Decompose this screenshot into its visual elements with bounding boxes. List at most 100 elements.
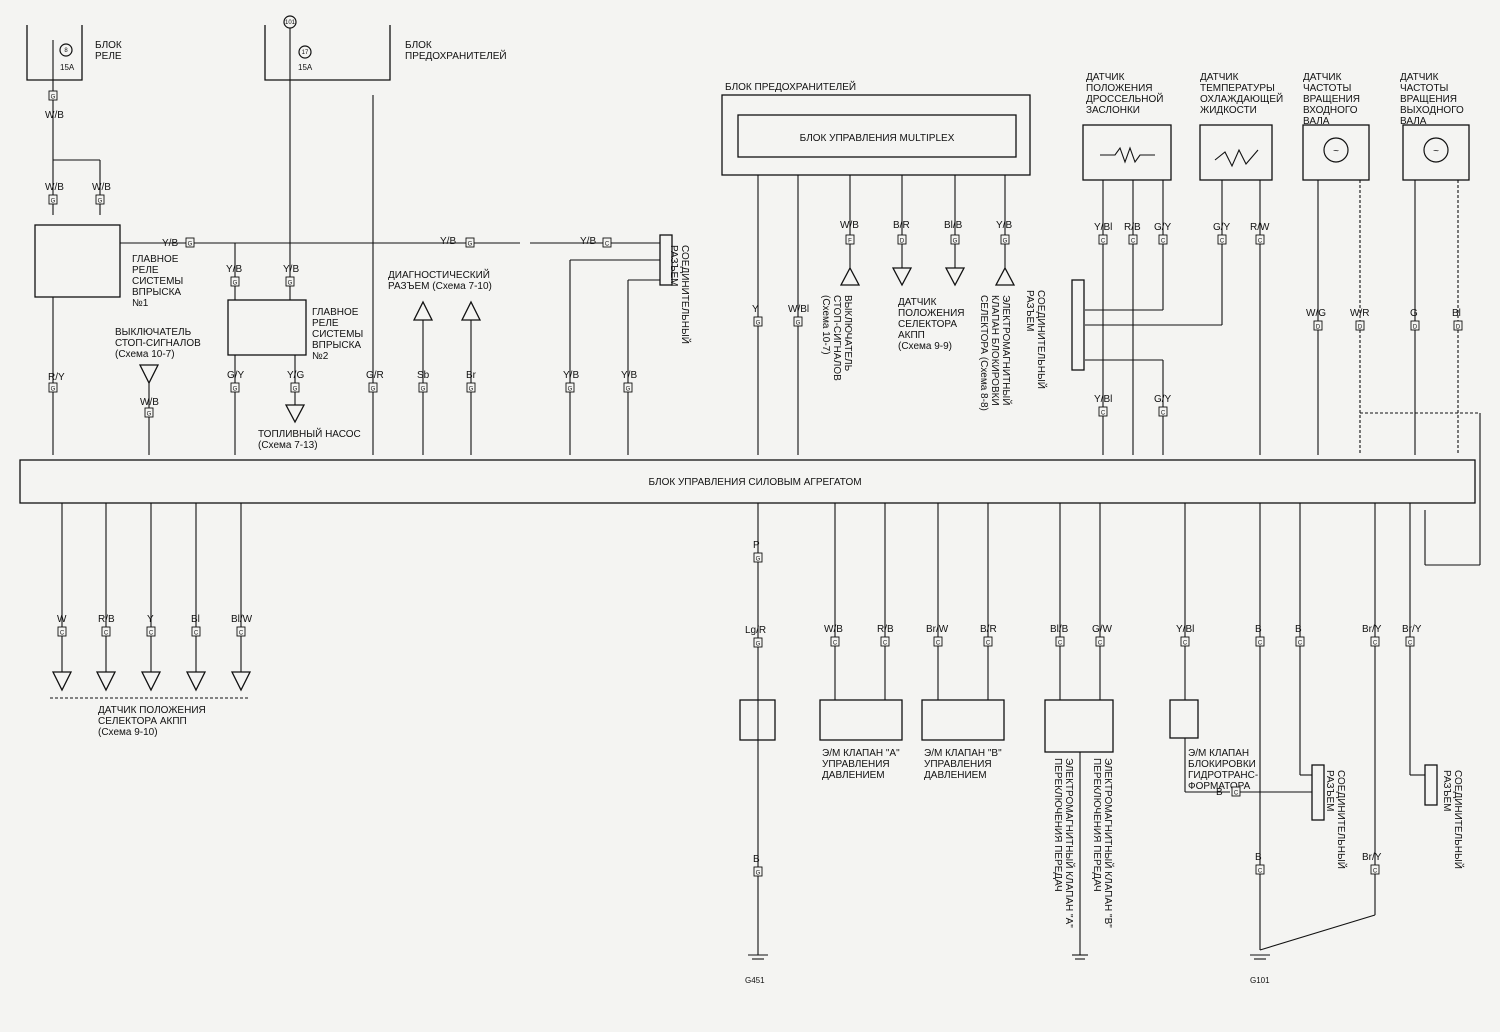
wire-br: Br bbox=[466, 370, 477, 381]
wire-bry-2: Br/Y bbox=[1402, 624, 1422, 635]
multiplex-label: БЛОК УПРАВЛЕНИЯ MULTIPLEX bbox=[800, 133, 955, 144]
wire-y-2: Y bbox=[147, 614, 154, 625]
wire-yg: Y/G bbox=[287, 370, 304, 381]
connector-badge-label: G bbox=[1003, 239, 1008, 245]
wire-w: W bbox=[57, 614, 67, 625]
pcm-block: БЛОК УПРАВЛЕНИЯ СИЛОВЫМ АГРЕГАТОМ bbox=[19, 459, 1476, 504]
connector-badge-label: C bbox=[1373, 869, 1378, 875]
connector-badge-label: D bbox=[1413, 325, 1418, 331]
connector-badge bbox=[144, 407, 154, 418]
wire-bbr: B/R bbox=[893, 220, 910, 231]
connector-badge-label: C bbox=[1258, 239, 1263, 245]
connector-badge-label: G bbox=[756, 557, 761, 563]
connector-badge-label: G bbox=[953, 239, 958, 245]
svg-text:101: 101 bbox=[285, 20, 296, 26]
wire-gy-4: G/Y bbox=[1213, 222, 1231, 233]
connector-badge-label: G bbox=[147, 412, 152, 418]
connector-badge-label: G bbox=[796, 321, 801, 327]
connector-badge bbox=[185, 237, 195, 248]
connector-badge bbox=[1255, 636, 1265, 647]
connector-badge-label: G bbox=[421, 387, 426, 393]
connector-badge-label: C bbox=[104, 631, 109, 637]
ground-g101: G101 bbox=[1250, 976, 1270, 985]
wire-yb-4: Y/B bbox=[226, 264, 242, 275]
connector-badge bbox=[48, 90, 58, 101]
multiplex-area: БЛОК ПРЕДОХРАНИТЕЛЕЙ БЛОК УПРАВЛЕНИЯ MUL… bbox=[721, 80, 1031, 455]
connector-badge-label: C bbox=[1258, 641, 1263, 647]
connector-badge bbox=[146, 626, 156, 637]
connector-badge bbox=[466, 382, 476, 393]
wire-bl: Bl bbox=[1452, 308, 1461, 319]
wire-gw: G/W bbox=[1092, 624, 1113, 635]
connector-badge-label: C bbox=[239, 631, 244, 637]
connector-badge bbox=[845, 234, 855, 245]
connector-badge-label: C bbox=[986, 641, 991, 647]
svg-text:~: ~ bbox=[1433, 146, 1439, 157]
wire-rb-2: R/B bbox=[98, 614, 115, 625]
shift-a-label: ЭЛЕКТРОМАГНИТНЫЙ КЛАПАН "А"ПЕРЕКЛЮЧЕНИЯ … bbox=[1052, 758, 1076, 928]
connector-badge-label: G bbox=[568, 387, 573, 393]
main-relay-1 bbox=[34, 224, 121, 298]
wire-bl-2: Bl bbox=[191, 614, 200, 625]
connector-badge bbox=[950, 234, 960, 245]
connector-badge-label: G bbox=[371, 387, 376, 393]
connector-badge bbox=[565, 382, 575, 393]
fuse-17-label: 17 bbox=[302, 50, 309, 56]
connector-badge bbox=[230, 382, 240, 393]
wire-rb-1: R/B bbox=[1124, 222, 1141, 233]
brake-switch-rot-label: ВЫКЛЮЧАТЕЛЬСТОП-СИГНАЛОВ(Схема 10-7) bbox=[820, 295, 853, 381]
connector-badge bbox=[897, 234, 907, 245]
joint-connector-107-label: СОЕДИНИТЕЛЬНЫЙРАЗЪЕМ bbox=[1324, 770, 1348, 869]
connector-badge bbox=[753, 637, 763, 648]
connector-badge bbox=[753, 316, 763, 327]
main-relay-2 bbox=[227, 299, 307, 356]
connector-badge bbox=[1095, 636, 1105, 647]
connector-badge bbox=[1000, 234, 1010, 245]
connector-badge-label: G bbox=[468, 242, 473, 248]
connector-badge-label: C bbox=[1298, 641, 1303, 647]
wire-g: G bbox=[1410, 308, 1418, 319]
connector-badge bbox=[1313, 320, 1323, 331]
joint-connector-127-label: СОЕДИНИТЕЛЬНЫЙРАЗЪЕМ bbox=[1024, 290, 1048, 389]
connector-badge bbox=[48, 382, 58, 393]
wire-b-1: B bbox=[753, 854, 760, 865]
connector-badge bbox=[880, 636, 890, 647]
wire-gy-1: G/Y bbox=[227, 370, 245, 381]
connector-badge-label: F bbox=[848, 239, 852, 245]
connector-badge-label: C bbox=[1183, 641, 1188, 647]
connector-badge bbox=[1255, 864, 1265, 875]
connector-badge bbox=[1410, 320, 1420, 331]
connector-badge-label: G bbox=[51, 387, 56, 393]
connector-badge bbox=[290, 382, 300, 393]
connector-badge bbox=[793, 316, 803, 327]
wire-yb-1: Y/B bbox=[162, 238, 178, 249]
wire-wb-3: W/B bbox=[92, 182, 111, 193]
joint-connector-108-label: СОЕДИНИТЕЛЬНЫЙРАЗЪЕМ bbox=[1441, 770, 1465, 869]
connector-badge-label: C bbox=[1101, 239, 1106, 245]
connector-badge bbox=[1370, 636, 1380, 647]
connector-badge bbox=[983, 636, 993, 647]
connector-badge bbox=[1231, 786, 1241, 797]
connector-badge-label: G bbox=[51, 95, 56, 101]
wire-b-4: B bbox=[1295, 624, 1302, 635]
connector-badge bbox=[230, 276, 240, 287]
connector-badge-label: G bbox=[288, 281, 293, 287]
connector-badge-label: C bbox=[1258, 869, 1263, 875]
connector-badge bbox=[1098, 406, 1108, 417]
connector-badge-label: G bbox=[293, 387, 298, 393]
connector-badge-label: C bbox=[60, 631, 65, 637]
wire-yb-7: Y/B bbox=[621, 370, 637, 381]
connector-badge-label: G bbox=[98, 199, 103, 205]
wire-ybl-3: Y/Bl bbox=[1176, 624, 1194, 635]
